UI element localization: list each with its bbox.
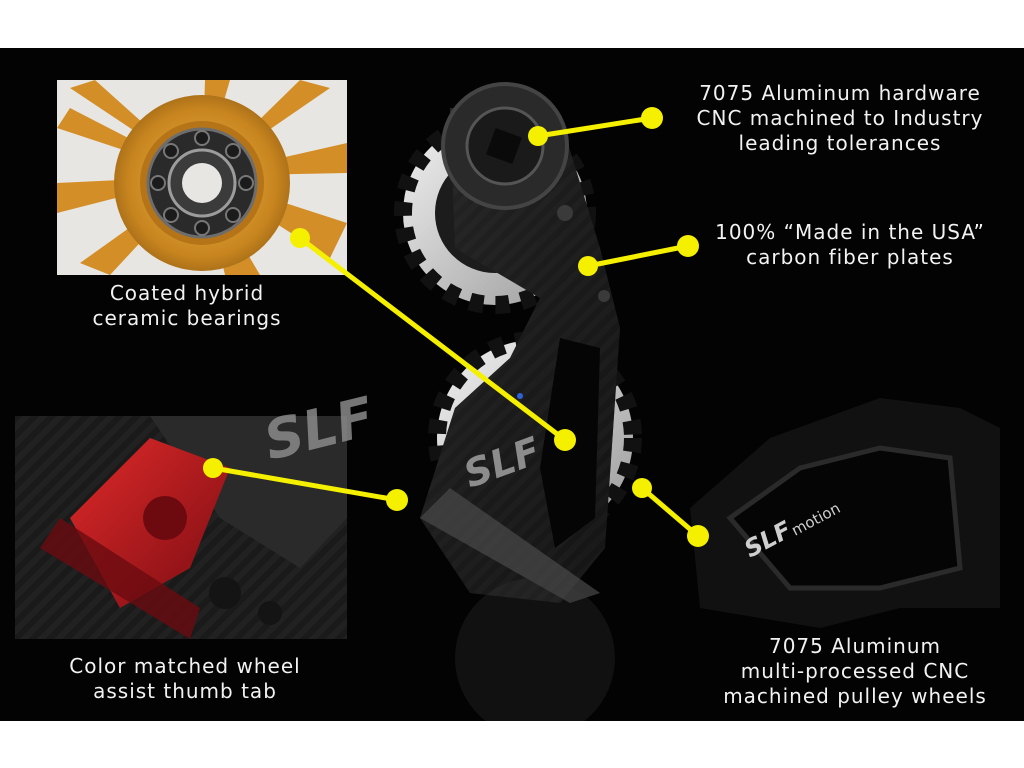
- hardware-callout-dot-end: [641, 107, 663, 129]
- side-plate-part: SLF motion: [690, 398, 1000, 628]
- pulley-callout-label: 7075 Aluminum multi-processed CNC machin…: [660, 634, 1024, 709]
- hardware-line-1: 7075 Aluminum hardware: [699, 81, 981, 105]
- hardware-line-2: CNC machined to Industry: [696, 106, 984, 130]
- carbon-callout-dot-end: [677, 235, 699, 257]
- pulley-line-1: 7075 Aluminum: [768, 634, 942, 658]
- carbon-callout-line: [587, 243, 689, 269]
- thumb-tab-closeup-photo: SLF: [15, 385, 380, 639]
- thumb-tab-callout-dot: [203, 458, 223, 478]
- product-illustration: SLF: [15, 80, 1000, 721]
- bearings-line-2: ceramic bearings: [92, 306, 282, 330]
- pulley-callout-dot: [632, 478, 652, 498]
- bearing-callout-dot: [290, 228, 310, 248]
- bearing-callout-line: [298, 236, 567, 442]
- hardware-callout-line: [537, 115, 653, 139]
- thumb-tab-callout-line: [212, 465, 398, 503]
- pulley-line-2: multi-processed CNC: [740, 659, 970, 683]
- slf-logo-inset: SLF: [258, 385, 380, 473]
- carbon-callout-label: 100% “Made in the USA” carbon fiber plat…: [660, 220, 1024, 270]
- carbon-line-2: carbon fiber plates: [746, 245, 954, 269]
- pulley-callout-line: [640, 486, 700, 538]
- ceramic-bearing-balls: [150, 130, 254, 236]
- pulley-line-3: machined pulley wheels: [723, 684, 987, 708]
- pulley-callout-dot-end: [687, 525, 709, 547]
- hardware-line-3: leading tolerances: [738, 131, 942, 155]
- callout-lines: [212, 115, 700, 538]
- carbon-callout-dot: [578, 256, 598, 276]
- thumb-tab-callout-dot-end: [386, 489, 408, 511]
- bearings-callout-label: Coated hybrid ceramic bearings: [52, 281, 322, 331]
- bearings-line-1: Coated hybrid: [109, 281, 265, 305]
- thumb-tab-callout-label: Color matched wheel assist thumb tab: [0, 654, 370, 704]
- bearing-closeup-photo: [57, 80, 347, 275]
- carbon-line-1: 100% “Made in the USA”: [715, 220, 985, 244]
- bearing-callout-dot-end: [554, 429, 576, 451]
- thumb-tab-line-1: Color matched wheel: [69, 654, 301, 678]
- callout-dots: [203, 107, 709, 547]
- derailleur-cage: SLF: [394, 82, 642, 721]
- hardware-callout-dot: [528, 126, 548, 146]
- product-feature-panel: SLF: [0, 48, 1024, 721]
- thumb-tab-line-2: assist thumb tab: [93, 679, 277, 703]
- hardware-callout-label: 7075 Aluminum hardware CNC machined to I…: [630, 81, 1024, 156]
